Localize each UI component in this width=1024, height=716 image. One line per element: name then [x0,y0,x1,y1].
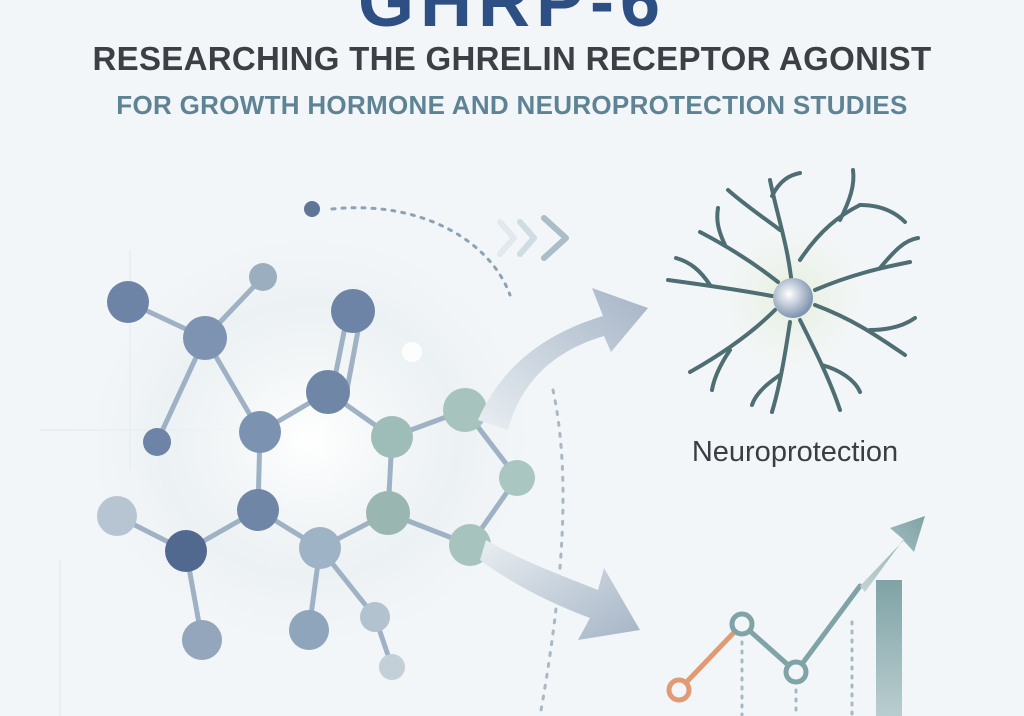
sparkle [402,342,422,362]
page-title: GHRP-6 [357,0,667,42]
subtitle-line-2: FOR GROWTH HORMONE AND NEUROPROTECTION S… [116,90,908,120]
curved-arrow-down-icon [480,540,640,640]
chevron-right-double-icon [497,215,569,261]
growth-line-chart-icon [666,516,925,716]
dotted-separator [538,388,565,716]
up-arrow-icon [860,516,925,592]
subtitle-line-1: RESEARCHING THE GHRELIN RECEPTOR AGONIST [92,40,932,77]
neuron-icon [666,168,920,414]
neuron-soma [773,278,813,318]
curved-arrow-icon [478,288,648,430]
neuroprotection-label: Neuroprotection [691,436,899,468]
dotted-path-top [304,201,512,297]
molecule-structure-icon [97,263,535,680]
